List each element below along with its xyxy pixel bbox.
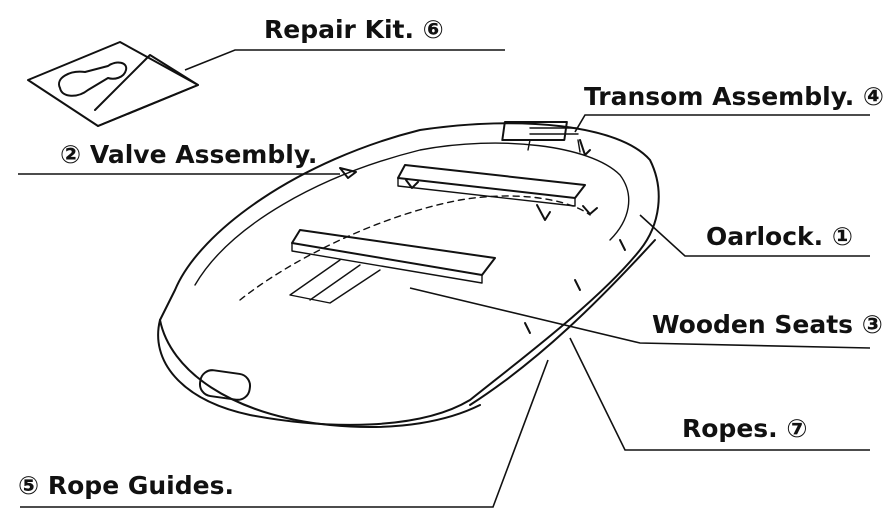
boat-hull: [157, 122, 660, 426]
label-repair-kit: Repair Kit. ⑥: [264, 15, 444, 44]
label-valve-assembly: ② Valve Assembly.: [60, 140, 317, 169]
hull-bottom-edge: [159, 319, 481, 429]
label-oarlock: Oarlock. ①: [706, 222, 853, 251]
bow-patch: [198, 369, 252, 401]
label-transom-assembly: Transom Assembly. ④: [584, 82, 884, 111]
wooden-seat-front: [291, 229, 496, 284]
valve-assembly: [339, 167, 419, 189]
side-rope: [469, 239, 656, 406]
oarlock: [536, 204, 598, 221]
floor-board-lines: [289, 259, 381, 304]
leader-lines: [18, 49, 871, 508]
repair-kit-illustration: [27, 41, 199, 127]
boat-floor-line: [239, 195, 591, 301]
rope-guides: [524, 239, 626, 334]
wooden-seat-rear: [397, 164, 586, 207]
transom-assembly: [501, 121, 591, 156]
label-rope-guides: ⑤ Rope Guides.: [18, 471, 234, 500]
label-ropes: Ropes. ⑦: [682, 414, 808, 443]
tube-inner-line: [194, 142, 630, 286]
label-wooden-seats: Wooden Seats ③: [652, 310, 883, 339]
boat-illustration: [157, 121, 660, 429]
